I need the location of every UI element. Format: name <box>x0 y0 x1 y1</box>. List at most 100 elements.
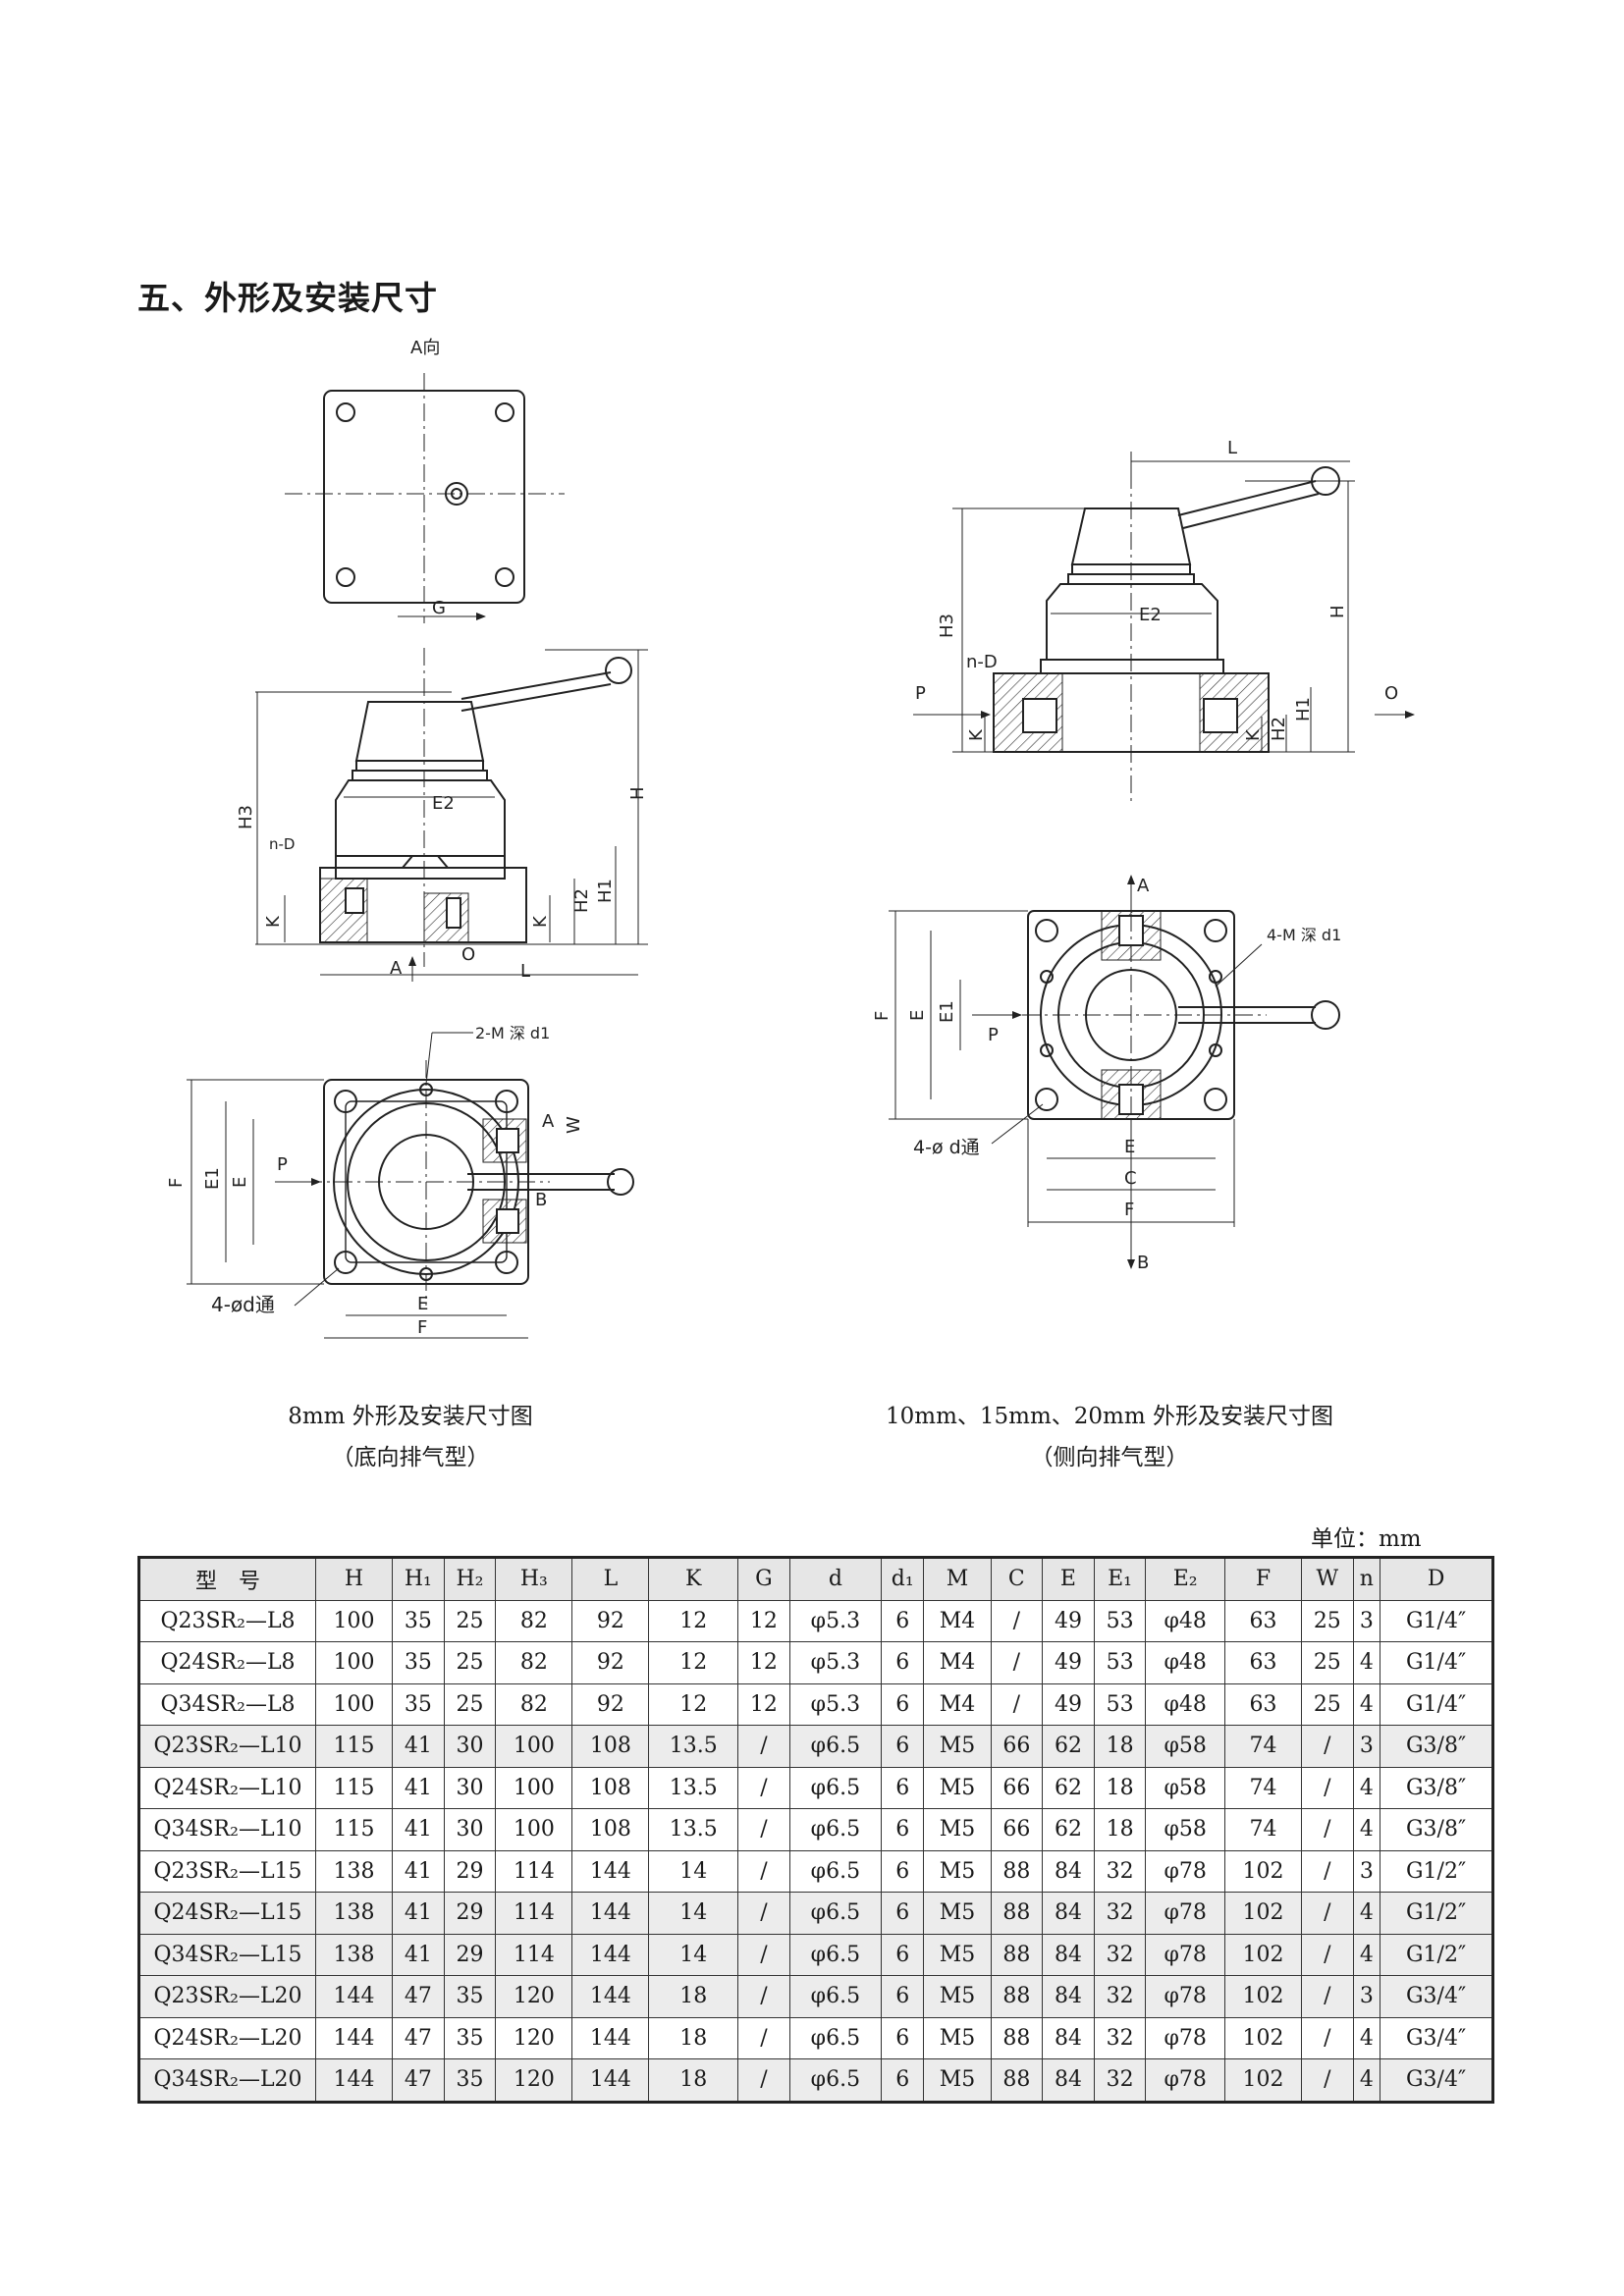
table-cell: 53 <box>1093 1599 1147 1642</box>
column-header: H₃ <box>495 1557 573 1601</box>
table-cell: / <box>737 1725 790 1768</box>
table-cell: 63 <box>1223 1682 1303 1726</box>
table-cell: 88 <box>990 2058 1044 2103</box>
right-label: E <box>1124 1137 1135 1157</box>
table-cell: 4 <box>1352 1766 1381 1809</box>
table-cell: 84 <box>1042 1975 1095 2018</box>
column-header: d₁ <box>881 1557 925 1601</box>
table-cell: φ5.3 <box>788 1641 883 1684</box>
table-cell: φ5.3 <box>788 1682 883 1726</box>
table-cell: 3 <box>1352 1725 1381 1768</box>
table-cell: 4 <box>1352 1641 1381 1684</box>
table-cell: M5 <box>923 1725 992 1768</box>
right-label: L <box>1227 438 1237 458</box>
table-cell: 4 <box>1352 1933 1381 1976</box>
table-cell: 115 <box>314 1808 394 1851</box>
model-cell: Q24SR₂—L10 <box>138 1766 316 1809</box>
left-label: W <box>564 1116 584 1134</box>
table-cell: 13.5 <box>648 1766 739 1809</box>
table-cell: / <box>737 1766 790 1809</box>
table-cell: φ78 <box>1145 1849 1225 1893</box>
table-cell: / <box>1301 1766 1354 1809</box>
model-cell: Q23SR₂—L20 <box>138 1975 316 2018</box>
right-label: 4-M 深 d1 <box>1267 926 1341 944</box>
table-cell: 3 <box>1352 1849 1381 1893</box>
left-label: A <box>542 1111 555 1132</box>
column-header: H₂ <box>443 1557 497 1601</box>
table-cell: 49 <box>1042 1682 1095 1726</box>
table-cell: 63 <box>1223 1641 1303 1684</box>
table-cell: 14 <box>648 1849 739 1893</box>
table-cell: φ6.5 <box>788 1766 883 1809</box>
left-bottom-view <box>187 1032 634 1339</box>
column-header: K <box>648 1557 739 1601</box>
table-cell: 14 <box>648 1892 739 1935</box>
table-cell: 102 <box>1223 1892 1303 1935</box>
table-cell: 74 <box>1223 1766 1303 1809</box>
table-cell: G1/2″ <box>1380 1892 1493 1935</box>
table-cell: 144 <box>571 1933 650 1976</box>
right-label: O <box>1384 683 1398 704</box>
left-label: H <box>627 786 648 800</box>
table-cell: M5 <box>923 1933 992 1976</box>
table-cell: φ78 <box>1145 2058 1225 2103</box>
model-cell: Q34SR₂—L20 <box>138 2058 316 2103</box>
right-label: n-D <box>966 652 998 672</box>
right-side-view <box>913 452 1415 805</box>
table-cell: 41 <box>392 1892 445 1935</box>
table-cell: M4 <box>923 1641 992 1684</box>
table-cell: 108 <box>571 1808 650 1851</box>
left-label: H2 <box>571 888 592 913</box>
table-cell: 41 <box>392 1849 445 1893</box>
table-cell: 102 <box>1223 2058 1303 2103</box>
table-cell: 92 <box>571 1599 650 1642</box>
table-cell: 35 <box>392 1599 445 1642</box>
table-cell: 6 <box>881 1808 925 1851</box>
table-cell: / <box>1301 1725 1354 1768</box>
model-cell: Q34SR₂—L10 <box>138 1808 316 1851</box>
table-cell: 4 <box>1352 1808 1381 1851</box>
table-cell: φ78 <box>1145 1892 1225 1935</box>
right-label: E1 <box>937 1000 957 1023</box>
table-cell: 100 <box>495 1766 573 1809</box>
table-cell: 35 <box>443 2058 497 2103</box>
table-cell: 18 <box>1093 1725 1147 1768</box>
table-cell: 102 <box>1223 2016 1303 2059</box>
table-cell: 138 <box>314 1933 394 1976</box>
table-cell: 120 <box>495 2058 573 2103</box>
left-label: F <box>417 1317 427 1338</box>
right-label: E2 <box>1139 605 1162 625</box>
table-cell: 47 <box>392 1975 445 2018</box>
table-cell: / <box>1301 1808 1354 1851</box>
table-cell: G3/8″ <box>1380 1725 1493 1768</box>
table-cell: 32 <box>1093 1892 1147 1935</box>
table-cell: 30 <box>443 1725 497 1768</box>
table-cell: 6 <box>881 1933 925 1976</box>
column-header: d <box>788 1557 883 1601</box>
right-label: A <box>1137 876 1150 896</box>
column-header: L <box>571 1557 650 1601</box>
left-label: F <box>166 1178 187 1188</box>
table-cell: / <box>737 1808 790 1851</box>
right-caption-line1: 10mm、15mm、20mm 外形及安装尺寸图 <box>886 1404 1333 1429</box>
table-cell: φ5.3 <box>788 1599 883 1642</box>
table-cell: φ6.5 <box>788 1933 883 1976</box>
model-cell: Q24SR₂—L15 <box>138 1892 316 1935</box>
table-cell: G3/4″ <box>1380 2016 1493 2059</box>
table-cell: 144 <box>571 2016 650 2059</box>
table-cell: 25 <box>443 1641 497 1684</box>
left-label: 4-ød通 <box>211 1293 275 1316</box>
left-label: P <box>277 1154 288 1175</box>
table-cell: 30 <box>443 1808 497 1851</box>
table-cell: 53 <box>1093 1682 1147 1726</box>
table-cell: 12 <box>648 1641 739 1684</box>
table-cell: 6 <box>881 1849 925 1893</box>
table-cell: φ6.5 <box>788 1975 883 2018</box>
table-cell: 115 <box>314 1766 394 1809</box>
table-cell: 120 <box>495 2016 573 2059</box>
table-cell: 32 <box>1093 1849 1147 1893</box>
right-label: F <box>872 1011 893 1021</box>
